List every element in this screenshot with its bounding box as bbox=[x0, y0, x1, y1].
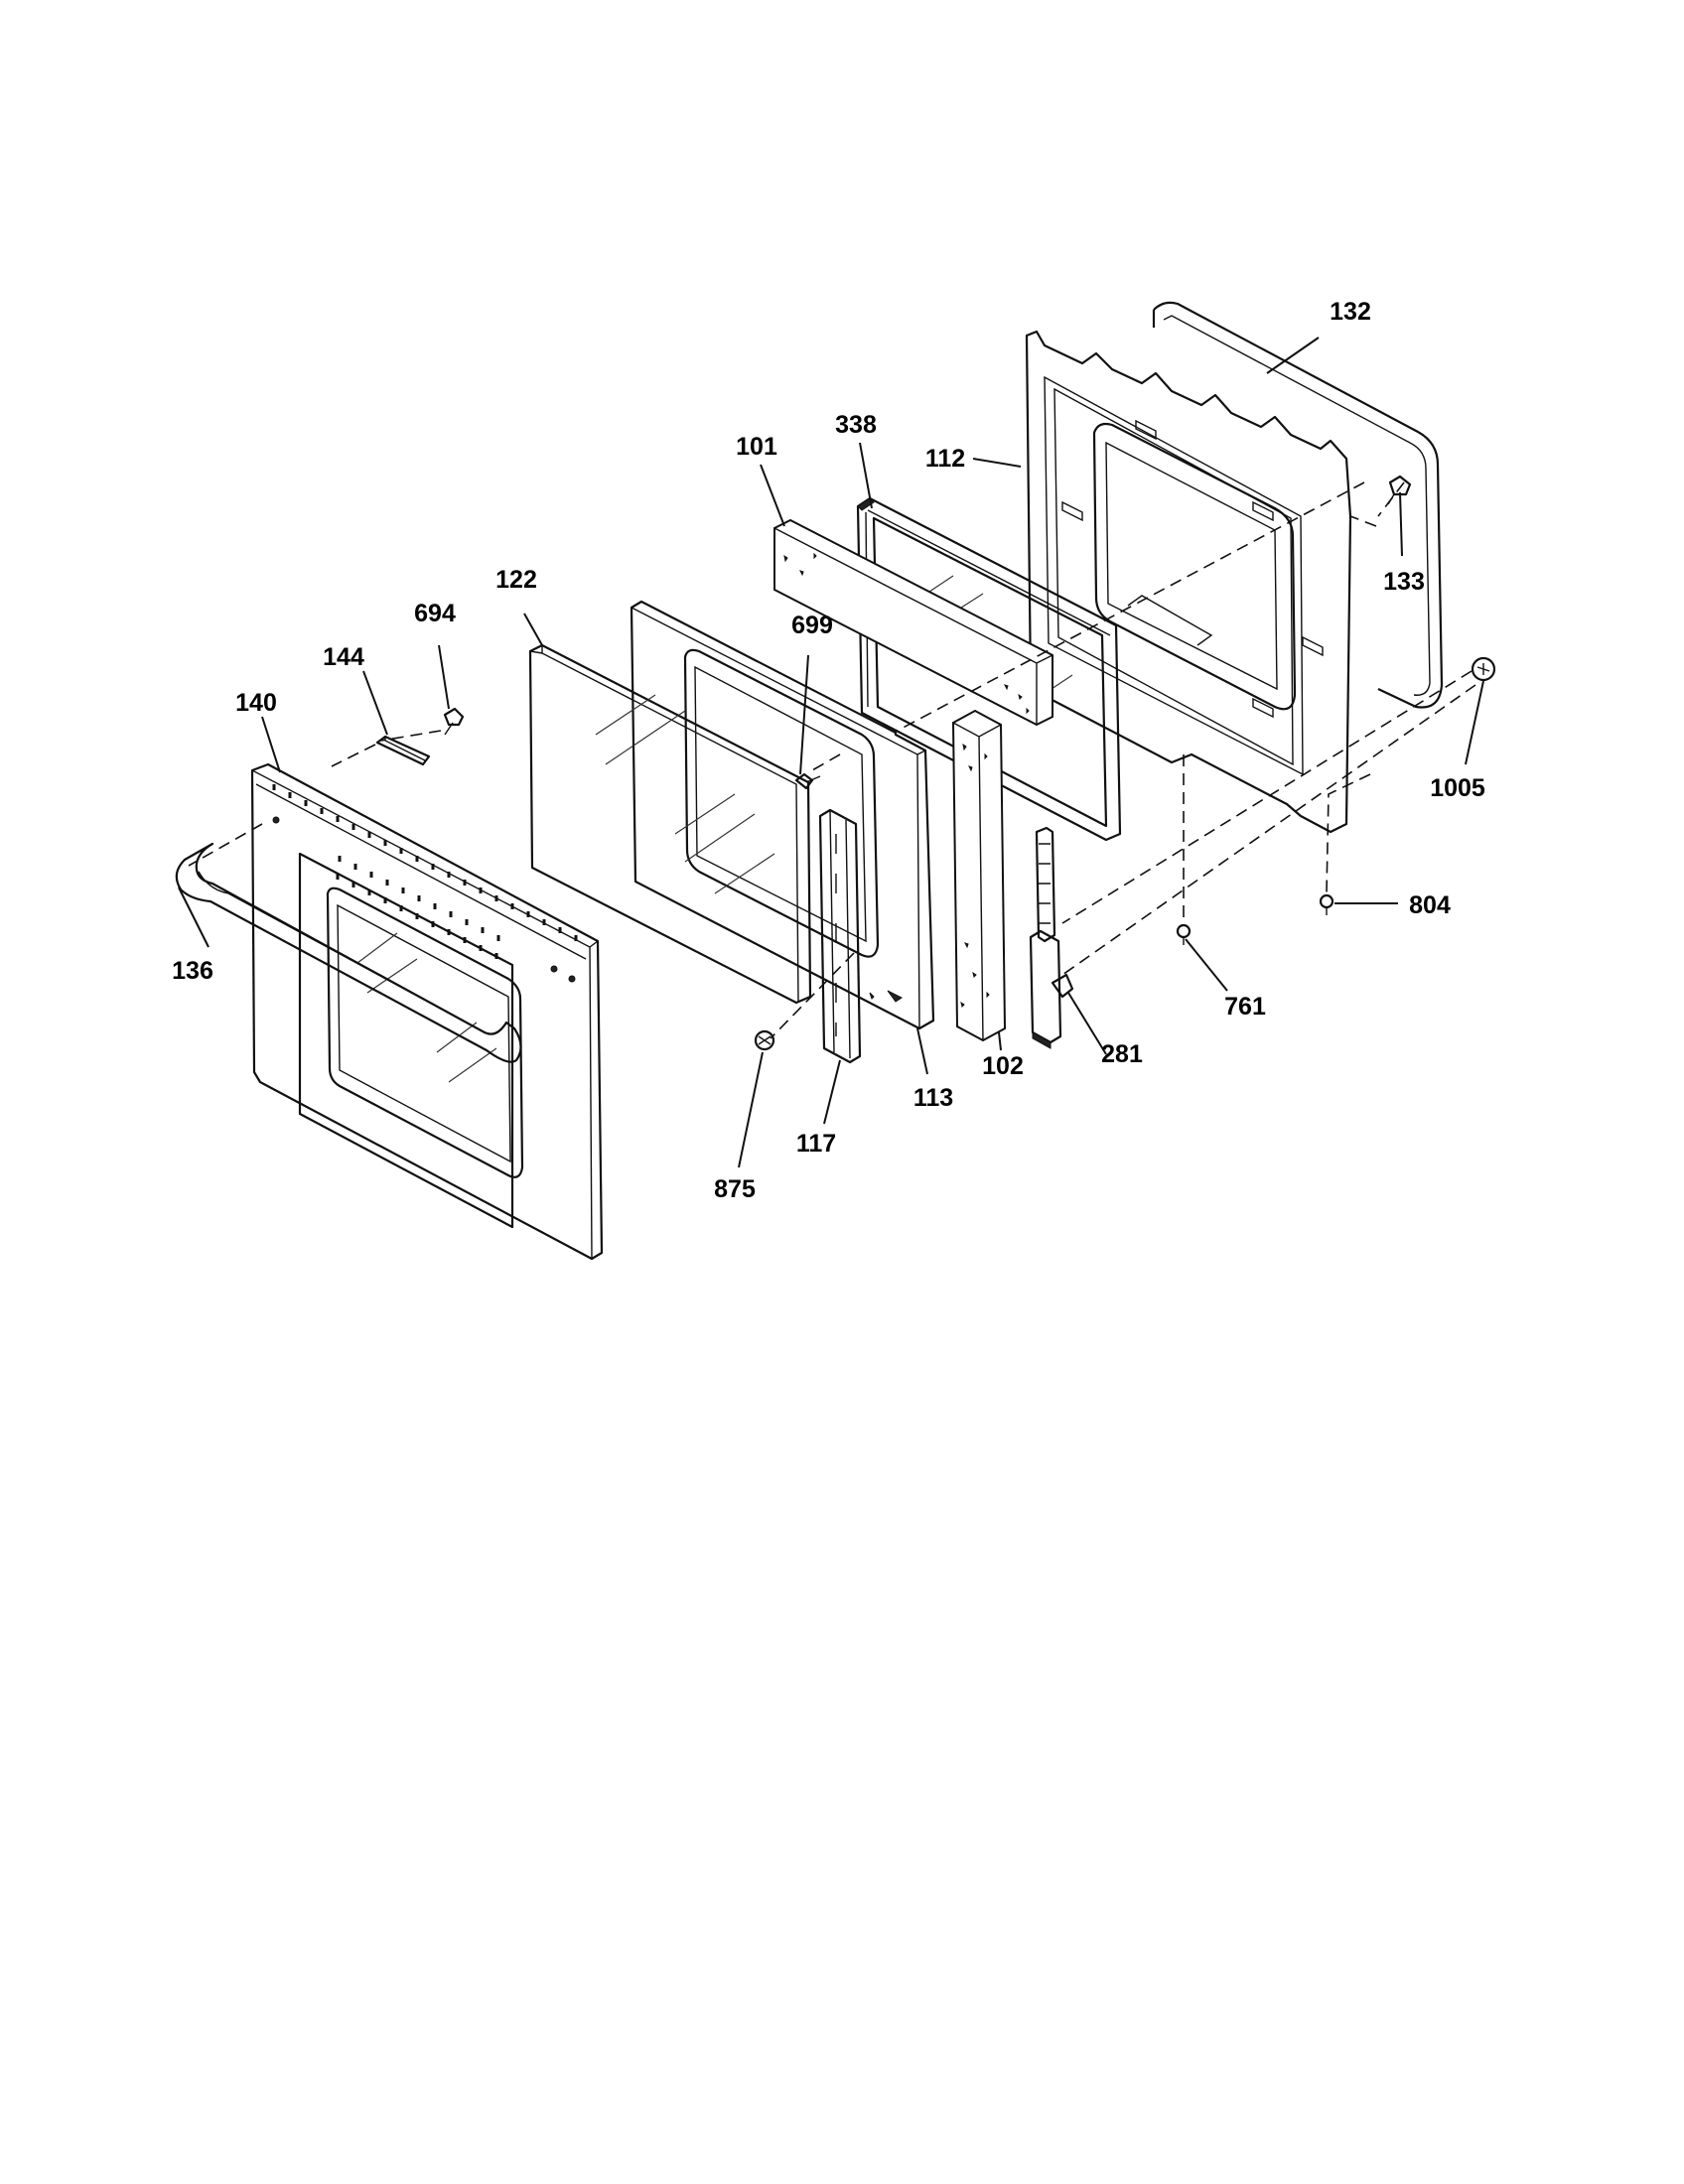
callout-113: 113 bbox=[913, 1084, 953, 1112]
callout-699: 699 bbox=[791, 612, 833, 639]
insulation-101 bbox=[773, 518, 1053, 727]
insulation-102 bbox=[951, 709, 1007, 1042]
callout-102: 102 bbox=[982, 1052, 1024, 1080]
screw-875 bbox=[754, 1029, 775, 1051]
screw-761 bbox=[1176, 923, 1192, 945]
outer-door-panel-140 bbox=[250, 762, 604, 1261]
door-gasket-132 bbox=[1152, 301, 1444, 709]
callout-112: 112 bbox=[925, 445, 965, 473]
callout-694: 694 bbox=[414, 600, 456, 627]
callout-133: 133 bbox=[1383, 568, 1425, 596]
callout-136: 136 bbox=[172, 957, 213, 985]
door-handle-136 bbox=[175, 842, 522, 1063]
callout-140: 140 bbox=[235, 689, 277, 717]
callout-101: 101 bbox=[736, 433, 777, 461]
screw-694 bbox=[443, 707, 465, 736]
assembly-lines bbox=[188, 481, 1476, 1039]
callout-338: 338 bbox=[835, 411, 877, 439]
callout-122: 122 bbox=[495, 566, 537, 594]
screw-1005 bbox=[1471, 656, 1496, 682]
callout-281: 281 bbox=[1101, 1040, 1143, 1068]
door-frame-113 bbox=[630, 600, 935, 1030]
callout-804: 804 bbox=[1409, 891, 1451, 919]
screw-804 bbox=[1319, 893, 1334, 915]
inner-door-liner-112 bbox=[1025, 330, 1352, 834]
leader-lines bbox=[178, 337, 1484, 1168]
callout-1005: 1005 bbox=[1430, 774, 1485, 802]
hinge-281 bbox=[1029, 826, 1074, 1049]
door-channel-117 bbox=[818, 808, 862, 1064]
bracket-144 bbox=[375, 735, 431, 766]
screw-699 bbox=[794, 772, 821, 790]
callout-144: 144 bbox=[323, 643, 364, 671]
callout-761: 761 bbox=[1224, 993, 1266, 1021]
callout-132: 132 bbox=[1330, 298, 1371, 326]
callout-117: 117 bbox=[796, 1130, 836, 1158]
callout-875: 875 bbox=[714, 1175, 756, 1203]
callout-labels: 132 338 101 112 133 122 694 699 144 140 … bbox=[172, 298, 1485, 1203]
